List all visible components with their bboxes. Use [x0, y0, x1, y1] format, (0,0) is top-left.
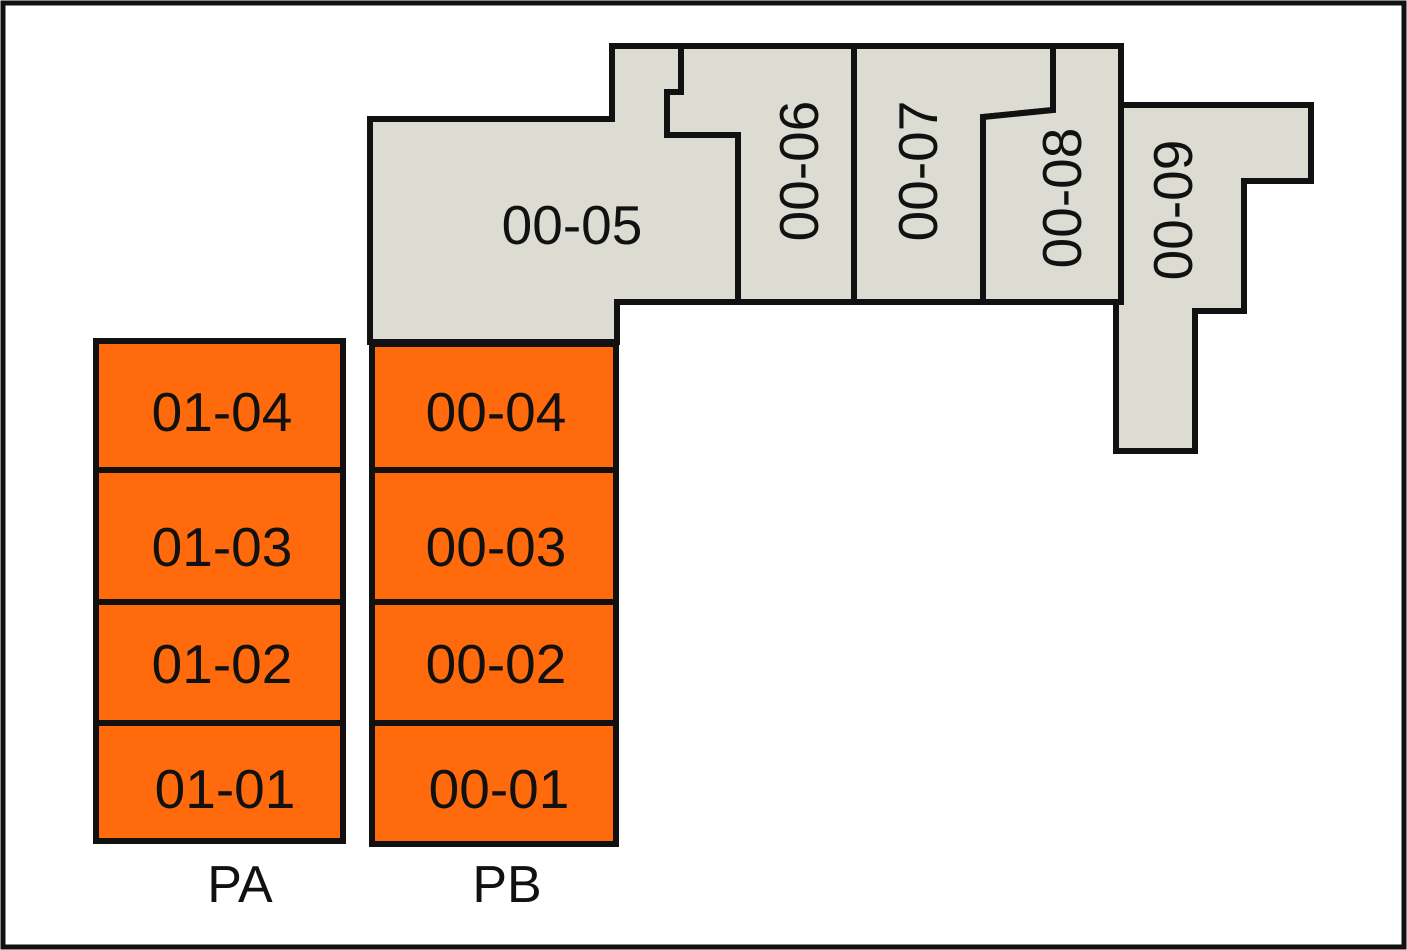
unit-00-06-label: 00-06: [768, 101, 830, 242]
unit-00-08-label: 00-08: [1031, 128, 1093, 269]
unit-00-09-shape[interactable]: [1113, 102, 1314, 454]
unit-00-07-label: 00-07: [887, 101, 949, 242]
unit-00-05-label: 00-05: [502, 194, 643, 256]
unit-01-03-label: 01-03: [152, 516, 293, 578]
block-pa-label: PA: [207, 856, 273, 914]
unit-00-03-label: 00-03: [426, 516, 567, 578]
unit-00-03-shape[interactable]: [369, 467, 619, 605]
block-pb-label: PB: [472, 856, 541, 914]
unit-00-09-label: 00-09: [1142, 140, 1204, 281]
upper-wing: [367, 43, 1314, 454]
unit-01-01-label: 01-01: [155, 758, 296, 820]
unit-00-04-shape[interactable]: [369, 341, 619, 473]
unit-01-04-label: 01-04: [152, 381, 293, 443]
unit-00-02-shape[interactable]: [369, 599, 619, 726]
unit-00-08-shape[interactable]: [980, 43, 1124, 305]
unit-00-01-shape[interactable]: [369, 720, 619, 847]
block-pb: [369, 341, 619, 847]
unit-01-02-label: 01-02: [152, 633, 293, 695]
unit-00-01-label: 00-01: [429, 758, 570, 820]
block-pa: [93, 338, 346, 844]
unit-00-02-label: 00-02: [426, 633, 567, 695]
unit-00-04-label: 00-04: [426, 381, 567, 443]
unit-01-01-shape[interactable]: [93, 720, 346, 844]
